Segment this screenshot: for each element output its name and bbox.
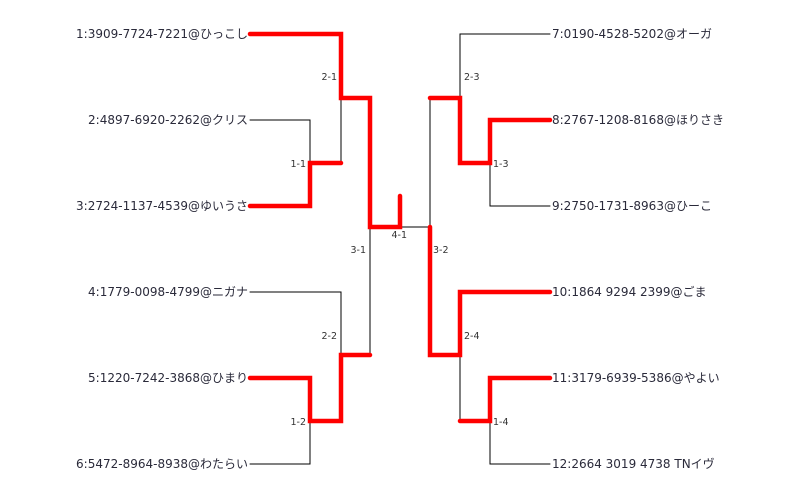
match-label-1-2: 1-2 xyxy=(290,417,306,428)
player-label-11: 11:3179-6939-5386@やよい xyxy=(552,371,720,385)
winner-path-p8 xyxy=(427,95,553,166)
player-label-9: 9:2750-1731-8963@ひーこ xyxy=(552,199,712,213)
match-label-4-1: 4-1 xyxy=(391,230,407,241)
winner-path-p5 xyxy=(247,352,373,424)
match-label-1-1: 1-1 xyxy=(290,159,306,170)
player-label-8: 8:2767-1208-8168@ほりさき xyxy=(552,113,724,127)
match-label-2-2: 2-2 xyxy=(321,331,337,342)
match-label-3-2: 3-2 xyxy=(433,245,449,256)
line-p2 xyxy=(249,119,311,164)
line-p6 xyxy=(249,420,311,465)
winner-path-p11 xyxy=(457,375,553,424)
player-label-10: 10:1864 9294 2399@ごま xyxy=(552,284,707,299)
winner-path-p1 xyxy=(247,31,403,230)
match-label-2-3: 2-3 xyxy=(464,72,480,83)
match-label-3-1: 3-1 xyxy=(350,245,366,256)
line-p4 xyxy=(249,291,342,356)
line-final-right xyxy=(399,97,431,228)
player-label-3: 3:2724-1137-4539@ゆいうさ xyxy=(76,199,248,213)
match-label-2-1: 2-1 xyxy=(321,72,337,83)
player-label-2: 2:4897-6920-2262@クリス xyxy=(88,113,248,127)
line-p9 xyxy=(489,162,551,207)
player-label-4: 4:1779-0098-4799@ニガナ xyxy=(88,285,248,299)
line-p7 xyxy=(459,33,551,99)
match-label-1-3: 1-3 xyxy=(493,159,509,170)
winner-path-p3 xyxy=(247,160,344,209)
player-label-1: 1:3909-7724-7221@ひっこし xyxy=(76,27,248,41)
player-label-12: 12:2664 3019 4738 TNイヴ xyxy=(552,456,715,471)
match-label-1-4: 1-4 xyxy=(493,417,509,428)
player-label-7: 7:0190-4528-5202@オーガ xyxy=(552,27,712,41)
winner-path-p10 xyxy=(427,224,553,358)
line-p12 xyxy=(489,420,551,465)
match-label-2-4: 2-4 xyxy=(464,331,480,342)
player-label-6: 6:5472-8964-8938@わたらい xyxy=(76,457,248,471)
player-label-5: 5:1220-7242-3868@ひまり xyxy=(88,371,248,385)
